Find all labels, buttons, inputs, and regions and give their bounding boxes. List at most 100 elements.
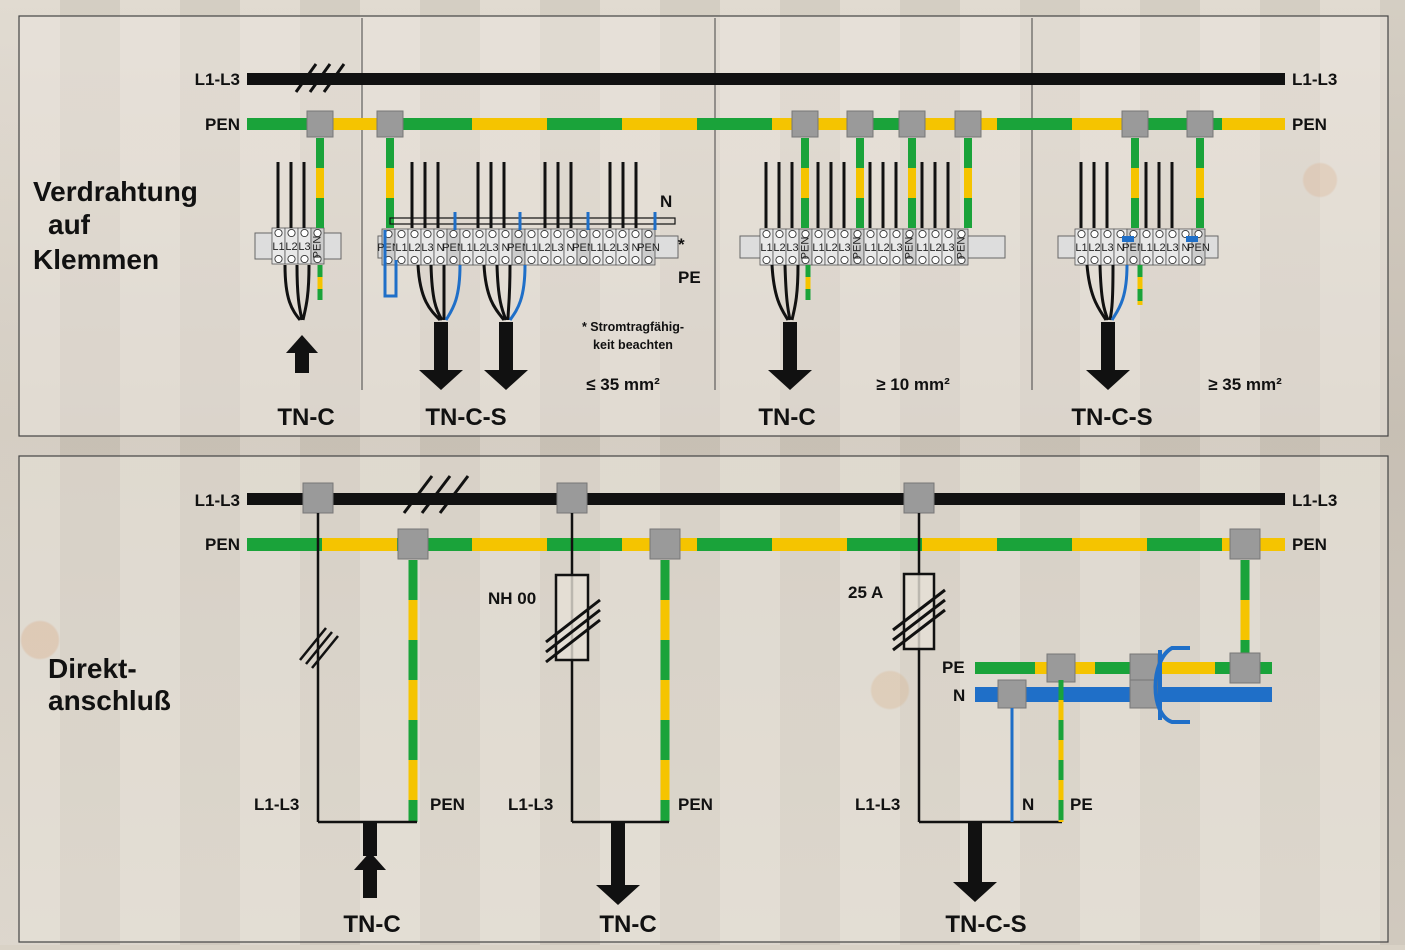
cable-fan [770, 264, 800, 321]
terminal-screw [514, 255, 523, 265]
feeder-2-pen [660, 600, 670, 640]
pen-bus-segment [547, 118, 622, 130]
terminal-screw [1116, 229, 1125, 239]
pen-down-link [1240, 640, 1250, 662]
feeder-3-pe [1058, 680, 1064, 700]
bottom-bus-l-right: L1-L3 [1292, 491, 1337, 510]
terminal-label: L2 [773, 242, 785, 254]
terminal-screw [527, 255, 536, 265]
terminal-label: PEN [442, 242, 465, 254]
terminal-label: L1 [916, 242, 928, 254]
feeder-2-pen [660, 680, 670, 720]
bottom-rail-n-label: N [953, 686, 965, 705]
pe-cable [1137, 301, 1143, 305]
feeder-1-pen [408, 680, 418, 720]
n-rail-connector [1129, 679, 1159, 709]
feeder-2-pen [660, 560, 670, 600]
fuse-tick [892, 588, 946, 632]
terminal-screw [553, 255, 562, 265]
pen-cable [805, 289, 811, 300]
terminal-screw [1077, 229, 1086, 239]
bottom-bus-pen-right: PEN [1292, 535, 1327, 554]
terminal-screw [1155, 229, 1164, 239]
feed-arrow-up-shaft [295, 352, 309, 373]
terminal-screw [475, 255, 484, 265]
feeder-1-pen [408, 800, 418, 822]
feeder-1-pen [408, 760, 418, 800]
pen-wire [316, 138, 324, 168]
terminal-label: L2 [538, 242, 550, 254]
terminal-screw [488, 229, 497, 239]
pen-bus-segment [397, 118, 472, 130]
phase-tick [311, 635, 339, 669]
n-bridge [1122, 236, 1134, 242]
top-bus-pen-left: PEN [205, 115, 240, 134]
terminal-screw [1168, 255, 1177, 265]
terminal-screw [957, 229, 966, 239]
pen-wire [386, 168, 394, 198]
n-cable [508, 264, 527, 321]
terminal-screw [644, 255, 653, 265]
terminal-label: L2 [1153, 242, 1165, 254]
feed-arrow-down-head [484, 370, 528, 390]
terminal-block [641, 228, 656, 266]
pen-down-link [1240, 600, 1250, 640]
terminal-screw [579, 229, 588, 239]
feeder-1-pen [408, 640, 418, 680]
terminal-label: N [1182, 242, 1190, 254]
terminal-label: PEN [377, 242, 400, 254]
terminal-label: PEN [852, 237, 864, 260]
terminal-screw [762, 229, 771, 239]
terminal-label: PEN [572, 242, 595, 254]
terminal-screw [1181, 255, 1190, 265]
terminal-label: L3 [486, 242, 498, 254]
pen-cable [317, 289, 323, 300]
fuse-tick [545, 598, 601, 644]
pen-wire [908, 198, 916, 228]
feeder-3-arrow-shaft [968, 822, 982, 884]
feeder-1-pen [408, 600, 418, 640]
terminal-label: L2 [1088, 242, 1100, 254]
terminal-screw [827, 229, 836, 239]
bottom-bus-pen-left: PEN [205, 535, 240, 554]
terminal-screw [475, 229, 484, 239]
terminal-screw [605, 229, 614, 239]
feed-arrow-down-head [419, 370, 463, 390]
terminal-label: L3 [616, 242, 628, 254]
terminal-screw [566, 255, 575, 265]
bottom-system-3: TN-C-S [945, 911, 1026, 938]
terminal-label: L2 [603, 242, 615, 254]
terminal-screw [274, 254, 283, 264]
bottom-feeder-2-l: L1-L3 [508, 795, 553, 814]
top-system-3: TN-C [758, 404, 815, 431]
terminal-label: PEN [904, 237, 916, 260]
top-label-pe: PE [678, 268, 701, 287]
terminal-label: L3 [421, 242, 433, 254]
pen-wire [1196, 138, 1204, 168]
feed-arrow-down-shaft [434, 322, 448, 372]
feed-arrow-down-shaft [1101, 322, 1115, 372]
terminal-label: PEN [1122, 242, 1145, 254]
feed-arrow-down-shaft [783, 322, 797, 372]
bottom-rail-pe-label: PE [942, 658, 965, 677]
pen-bus-segment [997, 538, 1072, 551]
terminal-screw [1116, 255, 1125, 265]
bottom-feeder-1-l: L1-L3 [254, 795, 299, 814]
bottom-feeders [299, 482, 1272, 905]
pen-bus-segment [997, 118, 1072, 130]
terminal-label: L3 [942, 242, 954, 254]
terminal-label: L1 [760, 242, 772, 254]
pen-bus-segment [472, 118, 547, 130]
pen-bus-connector [376, 110, 404, 138]
terminal-screw [1194, 255, 1203, 265]
pen-down-link [1240, 560, 1250, 600]
fuse-tick [892, 608, 946, 652]
pen-bus-segment [847, 538, 922, 551]
terminal-label: N [1117, 242, 1125, 254]
pen-bus-connector [898, 110, 926, 138]
top-phase-ticks [294, 63, 346, 93]
bottom-section-title-1: Direkt- [48, 653, 137, 684]
feeder-1-arrow-shaft [363, 869, 377, 898]
terminal-screw [1155, 255, 1164, 265]
top-pen-bus [247, 110, 1285, 138]
